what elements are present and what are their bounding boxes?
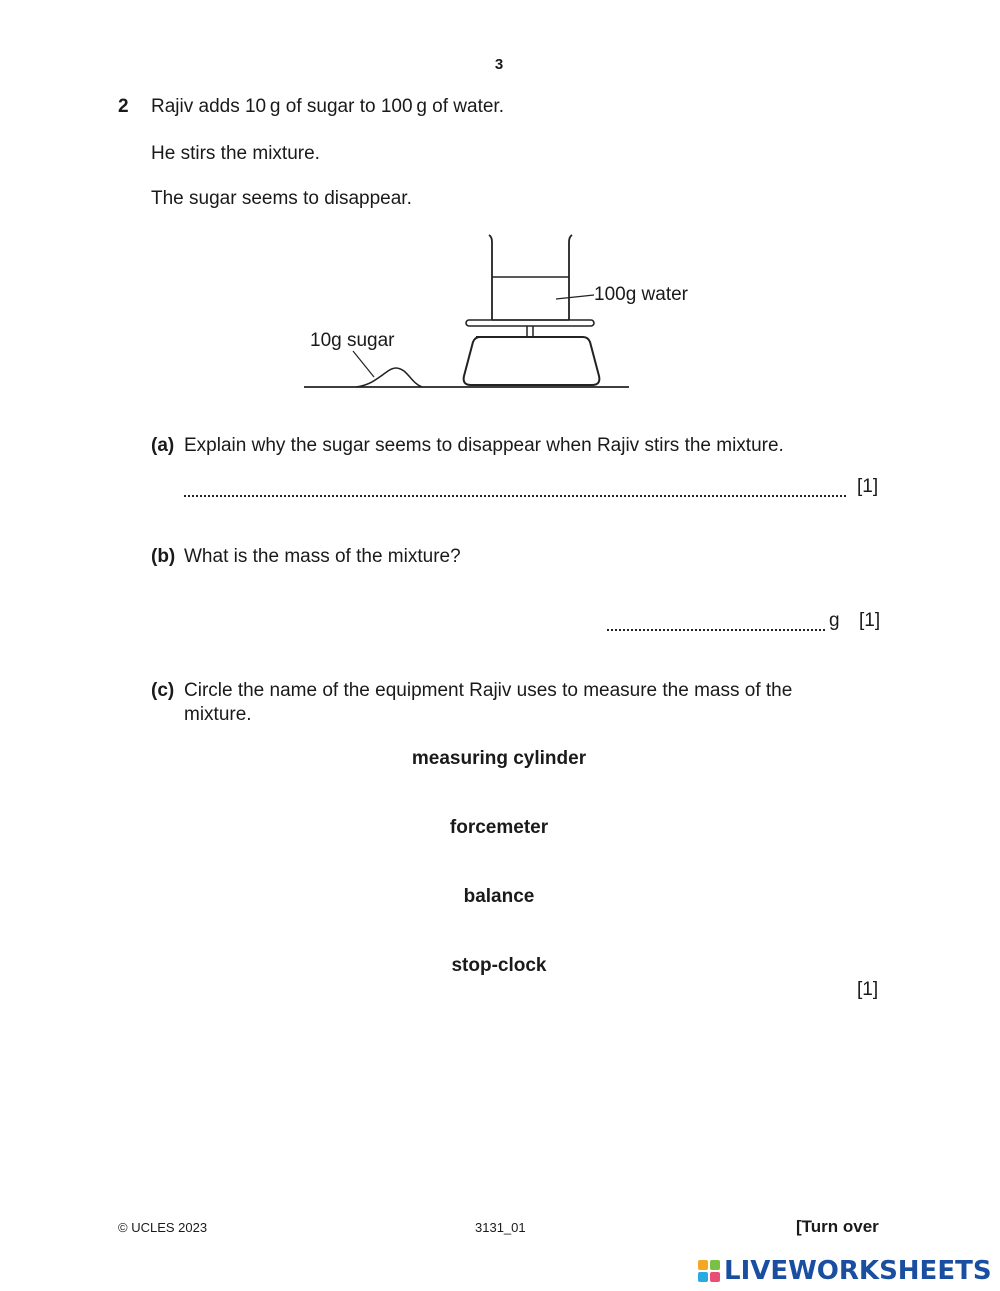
logo-blocks-icon — [698, 1260, 720, 1282]
logo-block-1 — [698, 1260, 708, 1270]
option-measuring-cylinder[interactable]: measuring cylinder — [411, 748, 587, 769]
option-stop-clock[interactable]: stop-clock — [451, 955, 547, 976]
beaker-right-wall — [568, 234, 573, 320]
beaker-left-wall — [488, 234, 493, 320]
part-c-question-line-1: Circle the name of the equipment Rajiv u… — [184, 680, 793, 701]
page-number: 3 — [494, 56, 504, 73]
part-b-question: What is the mass of the mixture? — [184, 546, 461, 567]
balance-diagram-svg — [304, 234, 629, 388]
copyright: © UCLES 2023 — [118, 1220, 208, 1235]
part-a-mark: [1] — [857, 476, 879, 497]
option-forcemeter[interactable]: forcemeter — [449, 817, 549, 838]
balance-body — [462, 336, 601, 386]
part-c-question-line-2: mixture. — [184, 704, 252, 725]
question-number: 2 — [118, 96, 129, 117]
turn-over: [Turn over — [796, 1217, 879, 1236]
part-a-label: (a) — [151, 435, 175, 456]
intro-line-3: The sugar seems to disappear. — [151, 188, 412, 209]
sugar-water-diagram — [296, 228, 706, 398]
balance-pan — [465, 319, 595, 327]
paper-code: 3131_01 — [475, 1220, 526, 1235]
water-label: 100g water — [594, 284, 689, 305]
part-a-answer-line[interactable] — [184, 495, 846, 497]
part-b-label: (b) — [151, 546, 176, 567]
sugar-pointer — [352, 350, 375, 378]
logo-block-3 — [698, 1272, 708, 1282]
intro-line-2: He stirs the mixture. — [151, 143, 320, 164]
option-balance[interactable]: balance — [463, 886, 535, 907]
logo-block-4 — [710, 1272, 720, 1282]
part-b-answer-line[interactable] — [607, 629, 825, 631]
water-pointer — [555, 294, 595, 300]
logo-text: LIVEWORKSHEETS — [724, 1256, 992, 1286]
intro-line-1: Rajiv adds 10 g of sugar to 100 g of wat… — [151, 96, 504, 117]
part-c-mark: [1] — [857, 979, 879, 1000]
part-b-mark: [1] — [859, 610, 881, 631]
part-b-unit: g — [829, 610, 840, 631]
sugar-heap — [355, 367, 423, 388]
part-c-label: (c) — [151, 680, 175, 701]
liveworksheets-logo: LIVEWORKSHEETS — [698, 1256, 992, 1286]
sugar-label: 10g sugar — [310, 330, 395, 351]
logo-block-2 — [710, 1260, 720, 1270]
part-a-question: Explain why the sugar seems to disappear… — [184, 435, 784, 456]
